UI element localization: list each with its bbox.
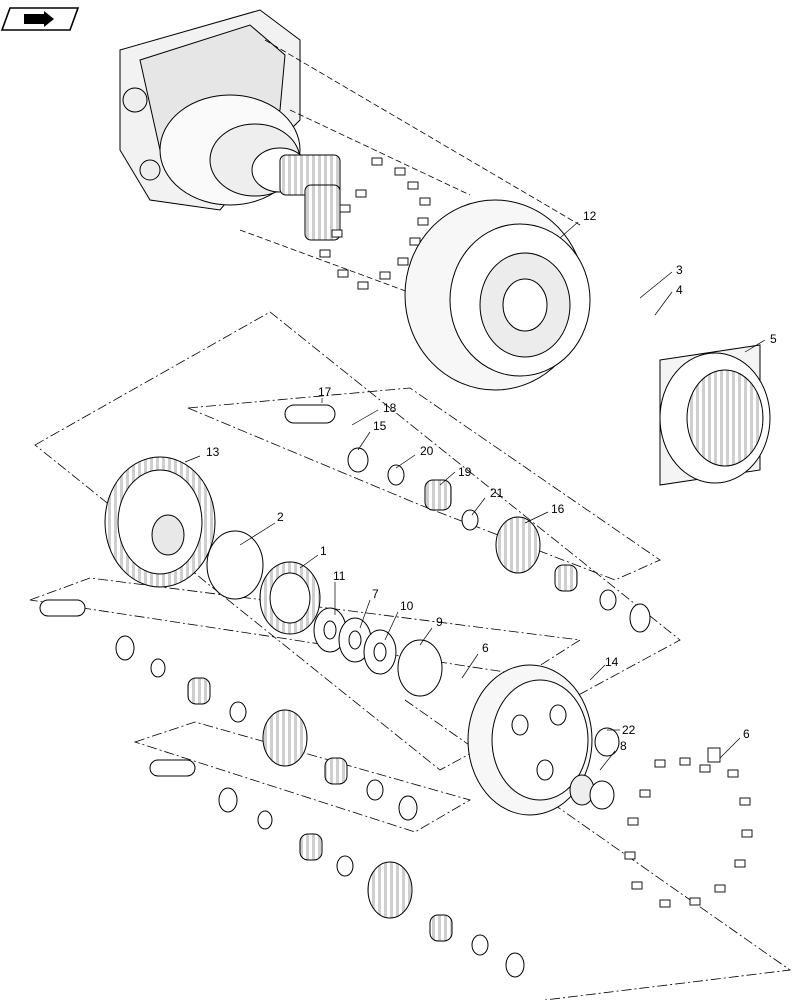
callout-8: 8 [620,739,627,753]
planet-set-lower [39,599,525,978]
callout-1: 1 [320,544,327,558]
planet-carrier-cover [467,664,620,816]
callout-4: 4 [676,283,683,297]
callout-22: 22 [622,723,636,737]
callout-12: 12 [583,209,597,223]
callout-11: 11 [333,569,346,583]
callout-leaders [184,221,766,771]
callout-19: 19 [458,465,472,479]
callout-18: 18 [383,401,397,415]
callout-13: 13 [206,445,220,459]
callout-7: 7 [372,587,379,601]
callout-16: 16 [551,502,565,516]
callouts: 12 3 4 5 17 18 15 20 13 19 21 2 16 1 11 … [206,209,777,753]
callout-6a: 6 [482,641,489,655]
ring-gear [659,344,771,486]
hydraulic-motor [119,9,341,241]
thrust-washers [313,607,443,697]
wheel-hub [404,199,591,391]
sun-gear-assembly [104,456,321,635]
planet-set-upper [284,404,651,633]
assembly-outlines [29,311,792,1000]
callout-21: 21 [490,486,504,500]
callout-2: 2 [277,510,284,524]
book-arrow-icon[interactable] [0,7,80,31]
callout-20: 20 [420,444,434,458]
leader-lines [239,39,581,301]
callout-10: 10 [400,599,414,613]
callout-15: 15 [373,419,387,433]
callout-5: 5 [770,332,777,346]
motor-bolts [319,157,431,290]
callout-17: 17 [318,385,332,399]
callout-6b: 6 [743,727,750,741]
callout-14: 14 [605,655,619,669]
callout-9: 9 [436,615,443,629]
cover-bolts [624,747,753,908]
callout-3: 3 [676,263,683,277]
